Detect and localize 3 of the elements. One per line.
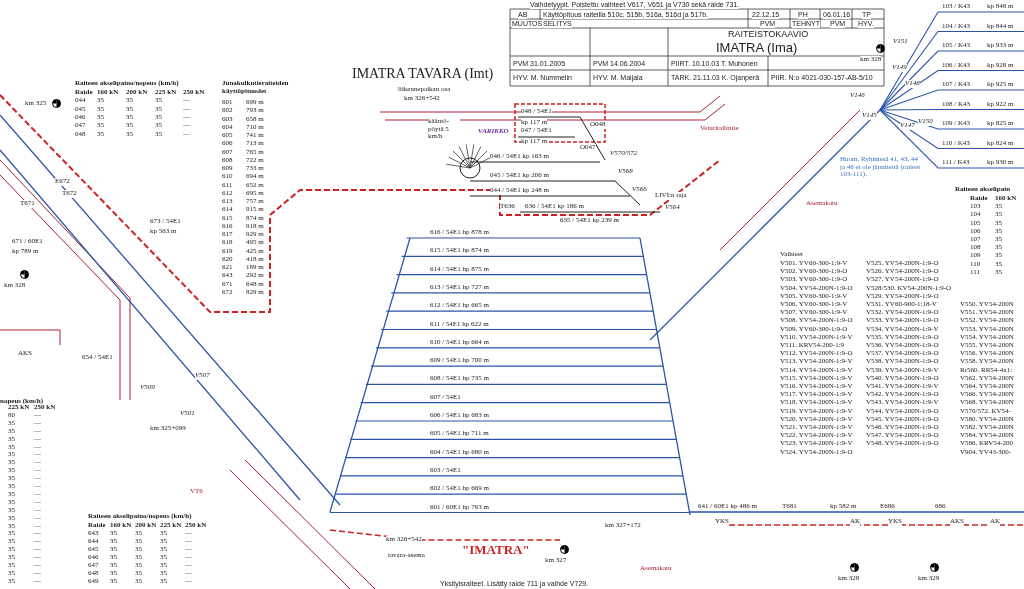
title-block-text: IMATRA (Ima): [716, 41, 798, 56]
title-block-text: RAITEISTOKAAVIO: [728, 30, 809, 40]
station-title: IMATRA TAVARA (Imt): [352, 66, 494, 82]
